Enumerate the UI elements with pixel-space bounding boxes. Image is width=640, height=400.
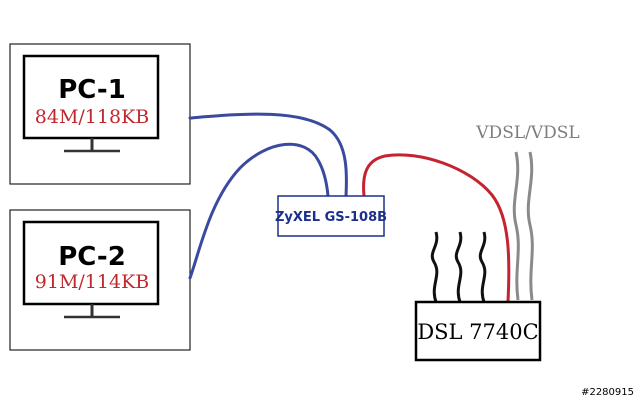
pc-1-cable: [188, 112, 348, 198]
vdsl-line-left: [512, 151, 520, 301]
pc-2-monitor: [22, 220, 160, 306]
modem: DSL 7740C: [414, 300, 542, 362]
pc-2: PC-2 91M/114KB: [9, 209, 191, 351]
pc-2-speed: 91M/114KB: [35, 271, 149, 293]
modem-label: DSL 7740C: [417, 320, 538, 344]
pc-2-cable: [188, 142, 330, 280]
watermark: #2280915: [581, 387, 634, 398]
switch-box: [277, 195, 385, 237]
pc-1-monitor: [22, 54, 160, 140]
switch-label: ZyXEL GS-108B: [275, 210, 387, 225]
pc-1: PC-1 84M/118KB: [9, 43, 191, 185]
modem-wire-2: [454, 231, 463, 303]
modem-wire-3: [478, 231, 487, 303]
pc-1-name: PC-1: [58, 75, 126, 105]
switch: ZyXEL GS-108B: [275, 195, 387, 237]
vdsl-label: VDSL/VDSL: [475, 123, 579, 143]
vdsl-line-right: [526, 151, 534, 301]
modem-wire-1: [430, 231, 439, 303]
pc-2-name: PC-2: [58, 242, 126, 272]
modem-box: [414, 300, 542, 362]
pc-1-speed: 84M/118KB: [35, 106, 149, 128]
modem-cable: [362, 153, 511, 304]
